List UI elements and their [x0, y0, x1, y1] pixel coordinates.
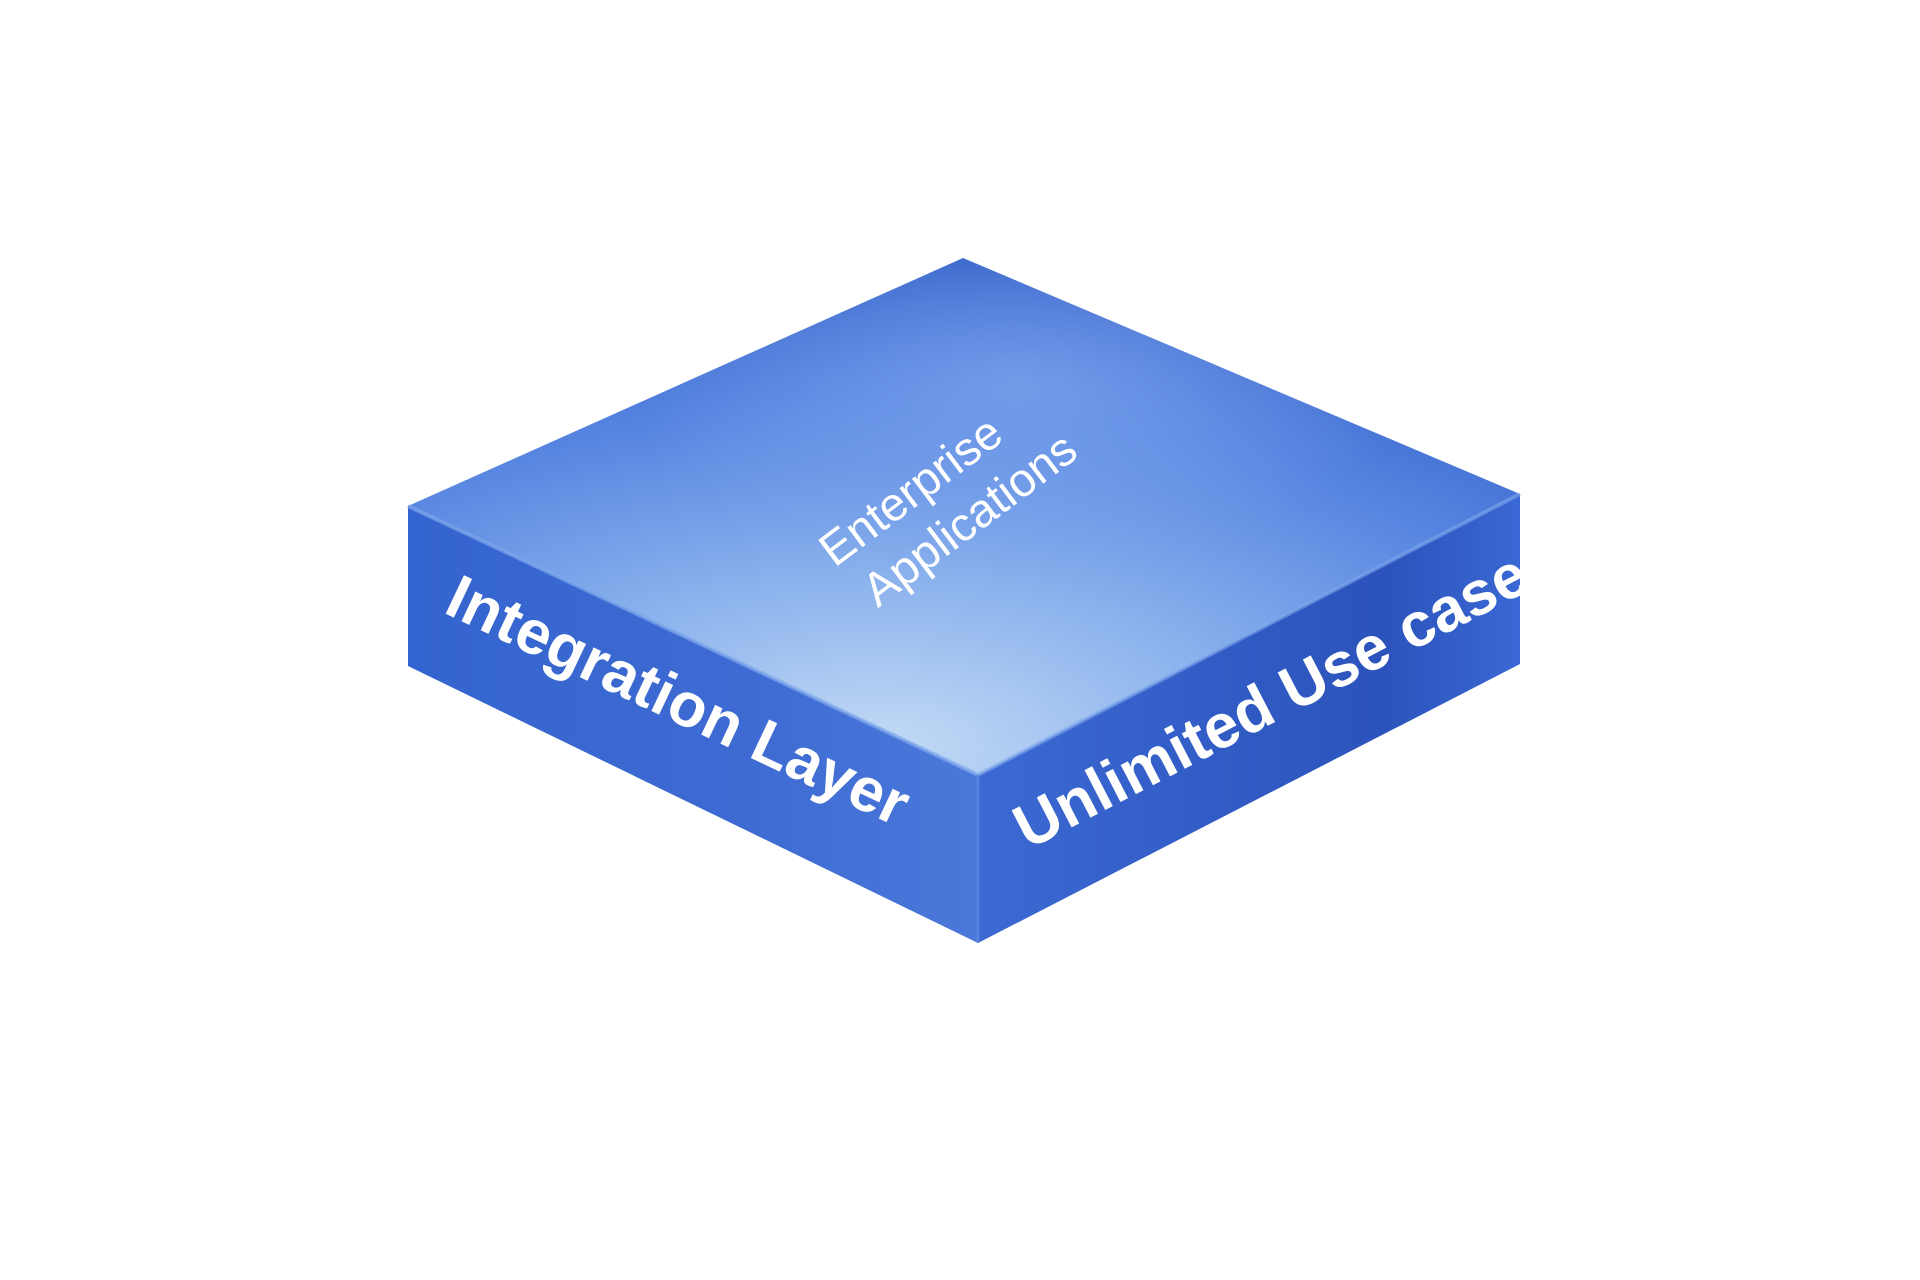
block-left-face — [408, 506, 978, 943]
block-top-highlight — [408, 258, 1520, 775]
block-right-face — [978, 494, 1520, 943]
block-top-edge-right — [977, 492, 1521, 777]
block-top-edge-left — [407, 504, 979, 777]
